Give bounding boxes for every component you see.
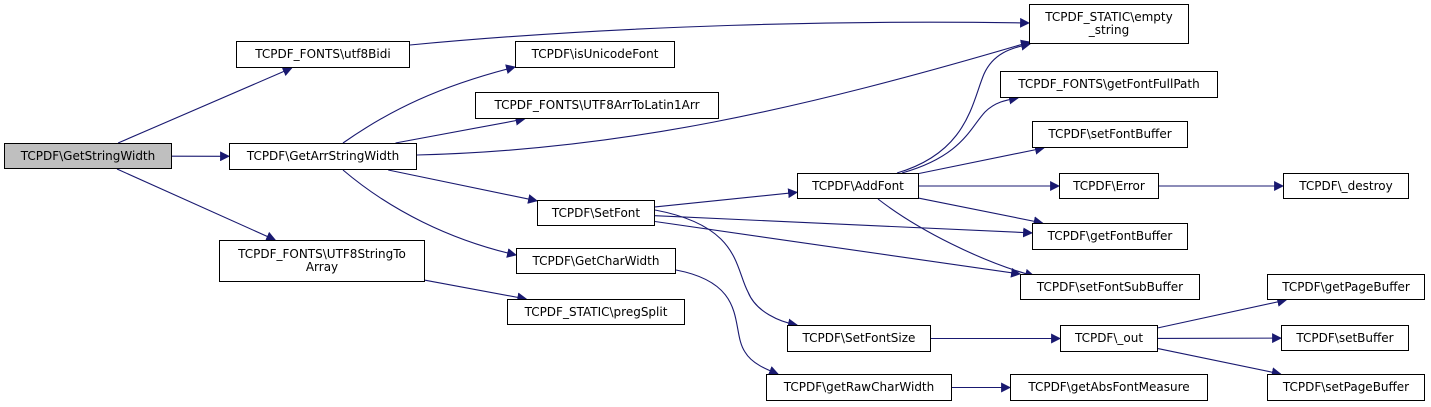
edge-getarrstringwidth-to-emptystring (416, 39, 1031, 156)
node-label: TCPDF\setBuffer (1296, 330, 1394, 345)
node-getcharwidth[interactable]: TCPDF\GetCharWidth (516, 248, 676, 274)
node-label: TCPDF\AddFont (812, 178, 904, 193)
node-label: TCPDF\getRawCharWidth (783, 380, 935, 394)
edge-getstringwidth-to-utf8bidi (117, 66, 293, 144)
node-getfontfullpath[interactable]: TCPDF_FONTS\getFontFullPath (1000, 71, 1218, 98)
edge-setfont-to-setfontsize (654, 209, 798, 329)
node-setbuffer[interactable]: TCPDF\setBuffer (1281, 325, 1409, 351)
node-label: TCPDF\setPageBuffer (1282, 380, 1410, 394)
edge-utf8bidi-to-emptystring (409, 17, 1030, 46)
node-label: TCPDF_FONTS\utf8Bidi (255, 47, 391, 61)
node-empty-string[interactable]: TCPDF_STATIC\empty _string (1029, 4, 1189, 44)
edge-setfont-to-setfontsubbuffer (654, 220, 1021, 278)
node-label: TCPDF\getAbsFontMeasure (1028, 380, 1190, 394)
node-pregsplit[interactable]: TCPDF_STATIC\pregSplit (507, 299, 685, 325)
node-label: TCPDF_FONTS\UTF8StringTo Array (238, 247, 406, 274)
node-label: TCPDF_STATIC\pregSplit (524, 304, 668, 319)
node-getfontbuffer[interactable]: TCPDF\getFontBuffer (1032, 223, 1188, 250)
edge-getarrstringwidth-to-isunicodefont (342, 64, 516, 144)
node-label: TCPDF\Error (1073, 178, 1145, 193)
edge-getarrstringwidth-to-setfont (388, 169, 538, 204)
node-label: TCPDF_FONTS\getFontFullPath (1018, 77, 1200, 91)
node-getrawcharwidth[interactable]: TCPDF\getRawCharWidth (766, 374, 952, 401)
edge-addfont-to-emptystring (896, 40, 1031, 174)
node-setfont[interactable]: TCPDF\SetFont (537, 200, 655, 226)
node-label: TCPDF\GetStringWidth (20, 148, 156, 163)
node-error[interactable]: TCPDF\Error (1059, 173, 1159, 199)
node-getpagebuffer[interactable]: TCPDF\getPageBuffer (1267, 274, 1425, 300)
node-setfontbuffer[interactable]: TCPDF\setFontBuffer (1032, 121, 1188, 148)
edge-getcharwidth-to-getrawcharwidth (675, 269, 779, 376)
edge-getstringwidth-to-utf8stringtoarray (116, 168, 277, 241)
node-label: TCPDF\getPageBuffer (1282, 279, 1410, 294)
node-label: TCPDF\GetCharWidth (532, 253, 660, 268)
edge-getarrstringwidth-to-getcharwidth (342, 169, 517, 258)
edge-out-to-setpagebuffer (1157, 348, 1282, 378)
node-label: TCPDF\isUnicodeFont (531, 47, 659, 61)
node-out[interactable]: TCPDF\_out (1060, 325, 1158, 352)
edge-addfont-to-getfontfullpath (901, 94, 1019, 174)
node-addfont[interactable]: TCPDF\AddFont (797, 173, 919, 199)
node-utf8stringtoarray[interactable]: TCPDF_FONTS\UTF8StringTo Array (219, 240, 425, 282)
node-label: TCPDF_FONTS\UTF8ArrToLatin1Arr (494, 98, 700, 112)
node-label: TCPDF\setFontSubBuffer (1036, 279, 1184, 294)
edge-setfont-to-getfontbuffer (654, 215, 1033, 238)
node-isunicodefont[interactable]: TCPDF\isUnicodeFont (515, 41, 675, 68)
node-getabsfontmeasure[interactable]: TCPDF\getAbsFontMeasure (1010, 374, 1208, 401)
node-getarrstringwidth[interactable]: TCPDF\GetArrStringWidth (229, 143, 417, 170)
edge-utf8stringtoarray-to-pregsplit (424, 279, 528, 303)
node-destroy[interactable]: TCPDF\_destroy (1283, 173, 1409, 199)
node-setfontsize[interactable]: TCPDF\SetFontSize (787, 325, 931, 352)
node-label: TCPDF\SetFont (551, 205, 641, 220)
node-label: TCPDF\getFontBuffer (1047, 229, 1173, 243)
node-utf8bidi[interactable]: TCPDF_FONTS\utf8Bidi (236, 41, 410, 68)
node-utf8arrtolatin1arr[interactable]: TCPDF_FONTS\UTF8ArrToLatin1Arr (475, 92, 719, 119)
edge-setfont-to-addfont (654, 188, 798, 208)
node-label: TCPDF\_out (1074, 331, 1144, 345)
edge-getarrstringwidth-to-utf8arrtolatin1arr (395, 115, 526, 144)
edge-addfont-to-setfontsubbuffer (877, 198, 1035, 279)
node-label: TCPDF\GetArrStringWidth (246, 149, 400, 163)
node-setpagebuffer[interactable]: TCPDF\setPageBuffer (1267, 374, 1425, 401)
node-label: TCPDF\setFontBuffer (1048, 127, 1172, 141)
node-label: TCPDF\_destroy (1299, 178, 1393, 193)
edge-out-to-getpagebuffer (1157, 297, 1288, 329)
edge-addfont-to-getfontbuffer (918, 197, 1044, 227)
edge-addfont-to-setfontbuffer (918, 144, 1045, 175)
node-label: TCPDF\SetFontSize (802, 331, 916, 345)
node-setfontsubbuffer[interactable]: TCPDF\setFontSubBuffer (1020, 274, 1200, 300)
node-getstringwidth[interactable]: TCPDF\GetStringWidth (4, 143, 172, 169)
node-label: TCPDF_STATIC\empty _string (1045, 10, 1173, 37)
